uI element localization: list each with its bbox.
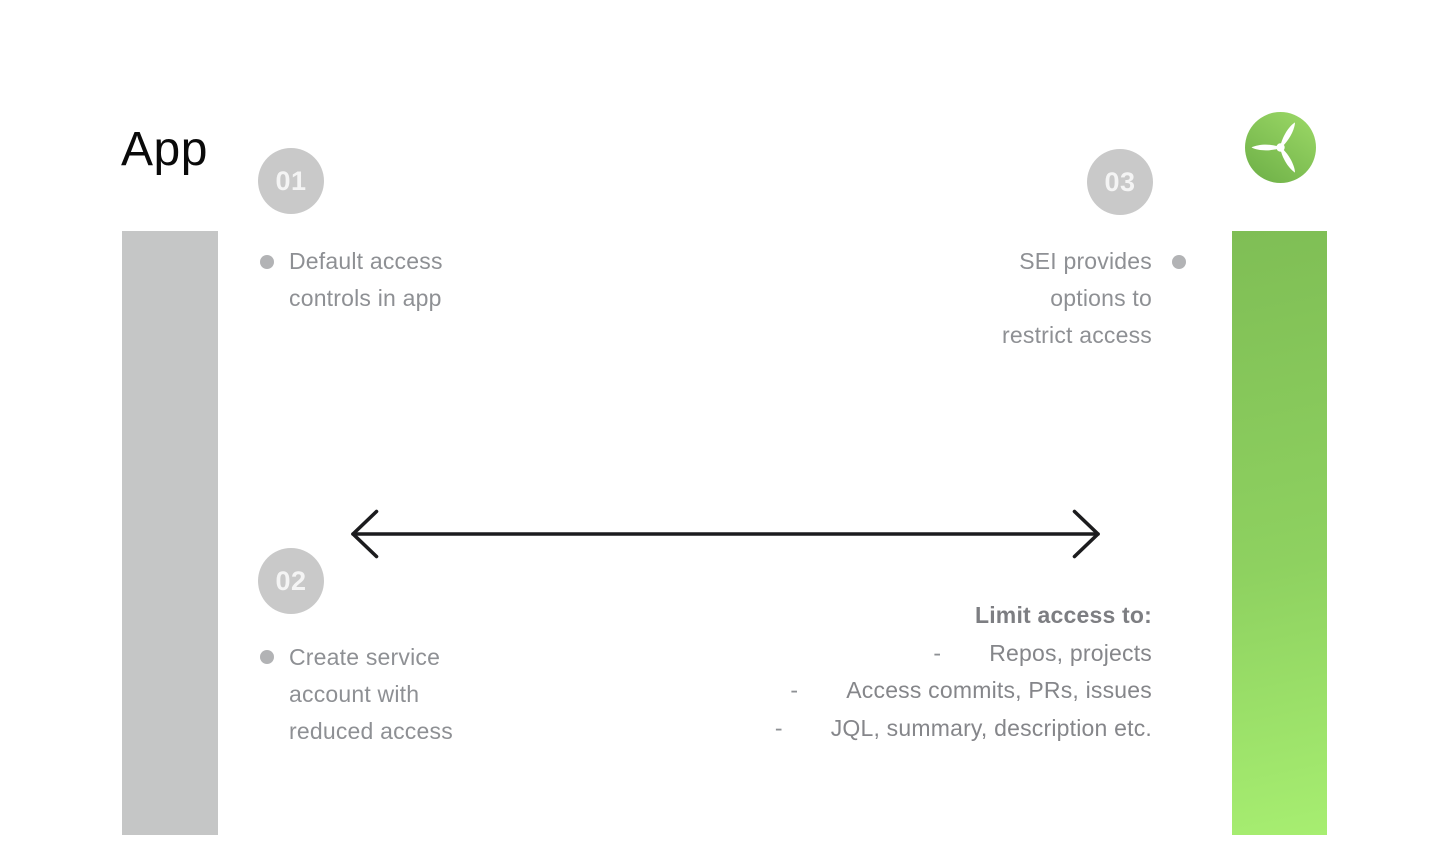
limit-access-item-label: Repos, projects [989,639,1152,666]
step-3-bullet-icon [1172,255,1186,269]
step-2-line: reduced access [289,718,453,744]
limit-access-item-label: Access commits, PRs, issues [846,677,1152,703]
propeller-icon [1245,112,1316,183]
step-2-line: Create service [289,644,441,670]
step-3-badge: 03 [1087,149,1153,215]
limit-access-item: - Repos, projects [775,635,1152,673]
limit-access-item: - JQL, summary, description etc. [775,710,1152,748]
step-2-bullet-icon [260,650,274,664]
step-3-text: SEI provides options to restrict access [1002,243,1152,354]
step-1-text: Default access controls in app [289,243,443,317]
sei-logo [1245,112,1316,183]
step-2-text: Create service account with reduced acce… [289,639,453,750]
limit-access-item-label: JQL, summary, description etc. [830,714,1152,741]
dash-marker: - [933,639,942,666]
app-column-bar [122,231,218,835]
step-2-line: account with [289,681,420,707]
step-3-line: options to [1050,285,1152,311]
dash-marker: - [790,677,799,703]
bidirectional-arrow-icon [345,505,1106,563]
dash-marker: - [774,714,783,741]
step-3-line: restrict access [1002,322,1152,348]
step-3-line: SEI provides [1019,248,1152,274]
step-1-line: controls in app [289,285,442,311]
step-1-bullet-icon [260,255,274,269]
limit-access-list: Limit access to: - Repos, projects - Acc… [775,597,1152,747]
step-1-line: Default access [289,248,443,274]
step-1-badge: 01 [258,148,324,214]
limit-access-heading: Limit access to: [974,602,1152,628]
app-title: App [121,123,208,176]
step-2-badge: 02 [258,548,324,614]
limit-access-item: - Access commits, PRs, issues [775,672,1152,710]
sei-column-bar [1232,231,1327,835]
